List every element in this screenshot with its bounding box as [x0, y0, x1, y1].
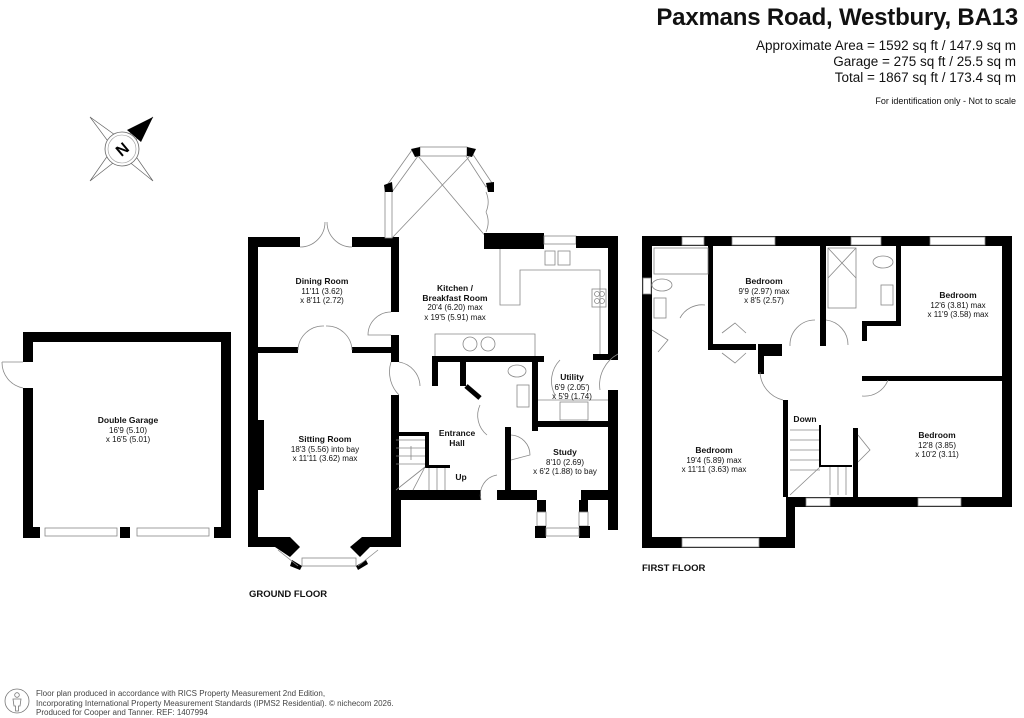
ground-floor-details	[297, 221, 619, 501]
person-icon	[4, 688, 30, 714]
stairs-down-label: Down	[793, 414, 817, 424]
ground-floor-label: GROUND FLOOR	[249, 589, 328, 600]
garage-area: Garage = 275 sq ft / 25.5 sq m	[833, 54, 1016, 69]
room-label-sitting-room: Sitting Room 18'3 (5.56) into bay x 11'1…	[290, 434, 360, 463]
room-label-bedroom-3: Bedroom 12'6 (3.81) max x 11'9 (3.58) ma…	[927, 290, 989, 319]
disclaimer: For identification only - Not to scale	[875, 96, 1016, 106]
room-label-bedroom-4: Bedroom 12'8 (3.85) x 10'2 (3.11)	[915, 430, 959, 459]
first-floor-details	[651, 247, 894, 496]
approximate-area: Approximate Area = 1592 sq ft / 147.9 sq…	[755, 38, 1016, 53]
property-title: Paxmans Road, Westbury, BA13	[656, 4, 1018, 31]
first-floor-label: FIRST FLOOR	[642, 563, 706, 574]
total-area: Total = 1867 sq ft / 173.4 sq m	[834, 70, 1016, 85]
ground-floor-walls	[248, 146, 618, 570]
room-label-double-garage: Double Garage 16'9 (5.10) x 16'5 (5.01)	[97, 415, 159, 444]
room-label-dining-room: Dining Room 11'11 (3.62) x 8'11 (2.72)	[295, 276, 349, 305]
room-label-entrance-hall: Entrance Hall	[438, 428, 476, 448]
footer-notes: Floor plan produced in accordance with R…	[36, 689, 394, 717]
room-label-utility: Utility 6'9 (2.05') x 5'9 (1.74)	[552, 372, 592, 401]
room-label-bedroom-1: Bedroom 19'4 (5.89) max x 11'11 (3.63) m…	[681, 445, 747, 474]
room-label-kitchen-breakfast-room: Kitchen / Breakfast Room 20'4 (6.20) max…	[422, 283, 488, 322]
room-label-study: Study 8'10 (2.69) x 6'2 (1.88) to bay	[533, 447, 597, 476]
stairs-up-label: Up	[455, 472, 467, 482]
north-arrow-icon: N	[89, 116, 154, 182]
room-label-bedroom-2: Bedroom 9'9 (2.97) max x 8'5 (2.57)	[738, 276, 790, 305]
garage-walls	[1, 332, 231, 538]
first-floor-walls	[642, 236, 1012, 548]
